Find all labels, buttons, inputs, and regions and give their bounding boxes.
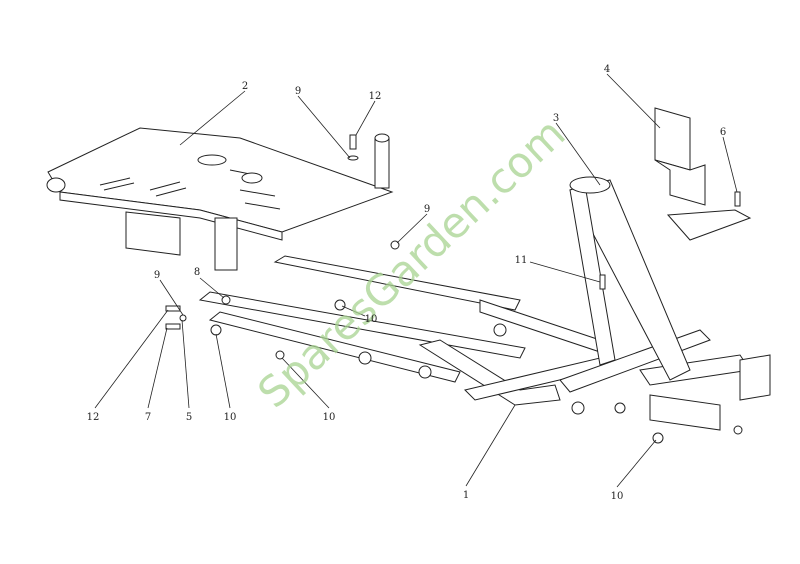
callout-12: 12 <box>369 91 382 102</box>
callout-4: 4 <box>604 64 610 75</box>
callout-11: 11 <box>515 255 528 266</box>
callout-1: 1 <box>463 490 469 501</box>
callout-10: 10 <box>365 314 378 325</box>
callout-5: 5 <box>186 412 192 423</box>
callout-10: 10 <box>224 412 237 423</box>
callout-6: 6 <box>720 127 726 138</box>
bracket <box>654 107 752 241</box>
callout-3: 3 <box>553 113 559 124</box>
callout-labels: 2 9 12 4 3 6 9 11 9 8 10 12 7 5 10 10 1 … <box>87 64 727 502</box>
deck-plate <box>46 127 394 271</box>
callout-2: 2 <box>242 81 248 92</box>
callout-10: 10 <box>323 412 336 423</box>
callout-9: 9 <box>154 270 160 281</box>
main-frame <box>198 255 771 431</box>
callout-9: 9 <box>295 86 301 97</box>
callout-12: 12 <box>87 412 100 423</box>
callout-7: 7 <box>145 412 151 423</box>
callout-10: 10 <box>611 491 624 502</box>
callout-9: 9 <box>424 204 430 215</box>
seat-post-frame <box>569 176 691 381</box>
leader-lines <box>94 73 738 488</box>
callout-8: 8 <box>194 267 200 278</box>
